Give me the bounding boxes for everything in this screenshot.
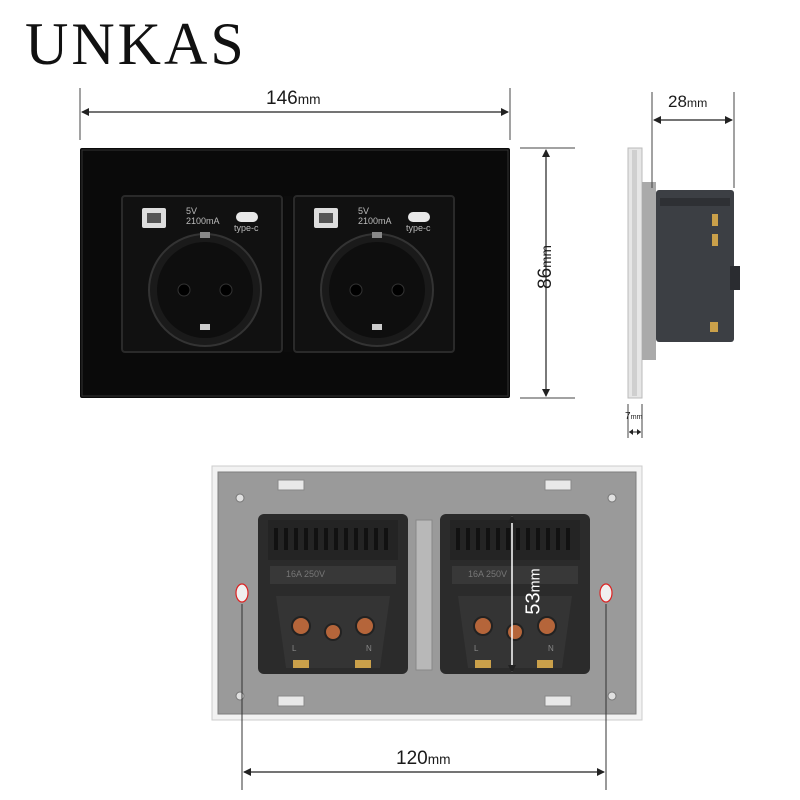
usb-c-port-icon: [236, 212, 258, 222]
socket-module-left: [121, 195, 283, 353]
height-dimension-label: 86mm: [535, 245, 556, 289]
depth-dimension-label: 28mm: [668, 92, 708, 111]
width-dimension-label: 146mm: [266, 88, 321, 109]
brand-logo: UNKAS: [25, 11, 247, 77]
terminal-l-right: L: [474, 644, 479, 653]
terminal-l-left: L: [292, 644, 297, 653]
usb-c-label-right: type-c: [406, 223, 431, 233]
mount-hole-left: [235, 583, 249, 603]
rating-label-left: 16A 250V: [286, 569, 326, 579]
usb-c-port-icon: [408, 212, 430, 222]
mount-hole-right: [599, 583, 613, 603]
back-panel: [211, 465, 643, 721]
terminal-n-left: N: [366, 644, 372, 653]
rating-label-right: 16A 250V: [468, 569, 508, 579]
glass-dimension-label: 7mm: [625, 411, 643, 422]
mount-spacing-dimension-label: 120mm: [396, 748, 451, 769]
side-view: [627, 147, 740, 399]
socket-module-right: [293, 195, 455, 353]
inner-height-dimension-label: 53mm: [522, 568, 545, 615]
front-panel: [80, 148, 510, 398]
terminal-n-right: N: [548, 644, 554, 653]
back-module-right: [440, 514, 590, 674]
back-module-left: [258, 514, 408, 674]
usb-c-label-left: type-c: [234, 223, 259, 233]
